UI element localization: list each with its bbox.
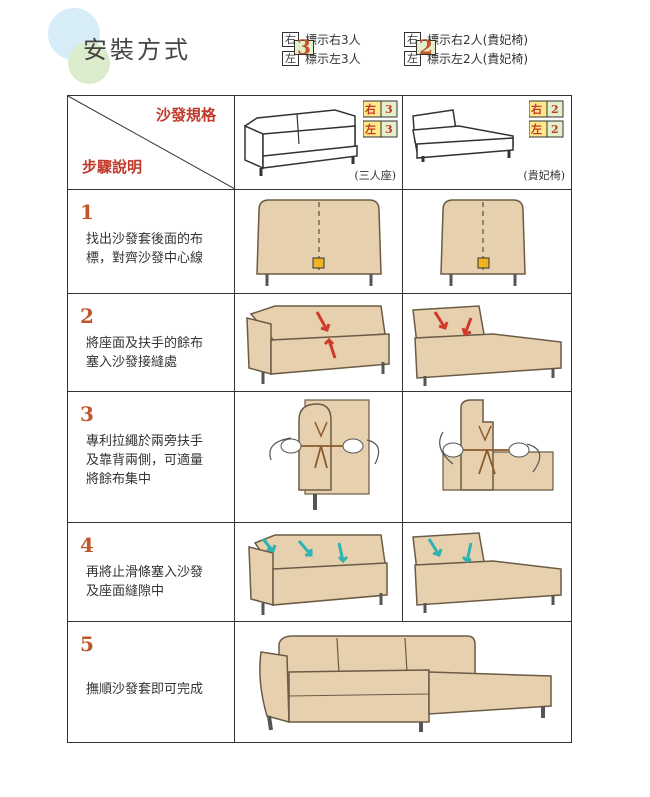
tag-num: 2 [551,103,559,116]
sofa3-caption: (三人座) [354,169,396,182]
header-corner-cell: 沙發規格 步驟說明 [67,95,235,190]
step-2-sofa3-image [234,293,403,392]
step-description: 撫順沙發套即可完成 [86,682,204,697]
step-3-text-cell: 3 專利拉繩於兩旁扶手 及靠背兩側，可適量 將餘布集中 [67,391,235,523]
legend-label: 標示左2人(貴妃椅) [427,52,528,66]
sofa-anti-slip-strip-icon [248,534,388,615]
chaise-caption: (貴妃椅) [523,169,565,182]
step-1-sofa3-image [234,189,403,294]
legend-num-badge: 2 [416,37,436,57]
chaise-pull-cord-icon [439,399,554,491]
legend-label: 標示左3人 [305,52,361,66]
step-number: 1 [80,200,94,224]
title-decoration [48,8,128,88]
step-4-chaise-image [402,522,572,622]
legend-label: 標示右2人(貴妃椅) [427,33,528,47]
legend-label: 標示右3人 [305,33,361,47]
step-number: 4 [80,533,94,557]
tag-left: 左 [530,122,542,136]
step-description: 將座面及扶手的餘布 塞入沙發接縫處 [86,336,204,370]
diagonal-line [68,96,234,189]
sofa3-tags: 右 3 左 3 [363,100,399,140]
chaise-sofa-outline-icon [412,109,514,162]
chaise-tags: 右 2 左 2 [529,100,565,140]
sofa3-header-cell: 右 3 左 3 (三人座) [234,95,403,190]
step-5-finished-image [234,621,572,743]
page-title: 安裝方式 [83,36,191,64]
tag-right: 右 [530,102,542,116]
instruction-table: 沙發規格 步驟說明 右 3 左 3 [67,95,572,743]
tag-num: 3 [385,103,393,116]
chaise-anti-slip-strip-icon [412,532,562,613]
three-seat-sofa-outline-icon [244,109,358,176]
finished-sectional-sofa-icon [259,635,552,732]
chaise-header-cell: 右 2 左 2 (貴妃椅) [402,95,572,190]
chaise-tuck-fabric-icon [412,305,562,386]
step-2-chaise-image [402,293,572,392]
step-2-text-cell: 2 將座面及扶手的餘布 塞入沙發接縫處 [67,293,235,392]
legend-num-badge: 3 [294,37,314,57]
step-4-text-cell: 4 再將止滑條塞入沙發 及座面縫隙中 [67,522,235,622]
tag-num: 2 [551,123,559,136]
chaise-back-center-line-icon [440,199,526,286]
step-number: 2 [80,304,94,328]
step-description: 專利拉繩於兩旁扶手 及靠背兩側，可適量 將餘布集中 [86,434,204,487]
steps-header-label: 步驟說明 [82,158,143,176]
sofa-back-center-line-icon [256,199,382,286]
spec-header-label: 沙發規格 [155,106,216,124]
sofa-pull-cord-icon [269,399,380,510]
tag-num: 3 [385,123,393,136]
step-description: 找出沙發套後面的布 標，對齊沙發中心線 [86,232,204,266]
tag-left: 左 [364,122,376,136]
tag-right: 右 [364,102,376,116]
step-4-sofa3-image [234,522,403,622]
step-description: 再將止滑條塞入沙發 及座面縫隙中 [86,565,204,599]
sofa-tuck-fabric-icon [246,305,390,384]
step-3-sofa3-image [234,391,403,523]
step-3-chaise-image [402,391,572,523]
step-1-text-cell: 1 找出沙發套後面的布 標，對齊沙發中心線 [67,189,235,294]
step-1-chaise-image [402,189,572,294]
step-number: 3 [80,402,94,426]
step-5-text-cell: 5 撫順沙發套即可完成 [67,621,235,743]
step-number: 5 [80,632,94,656]
